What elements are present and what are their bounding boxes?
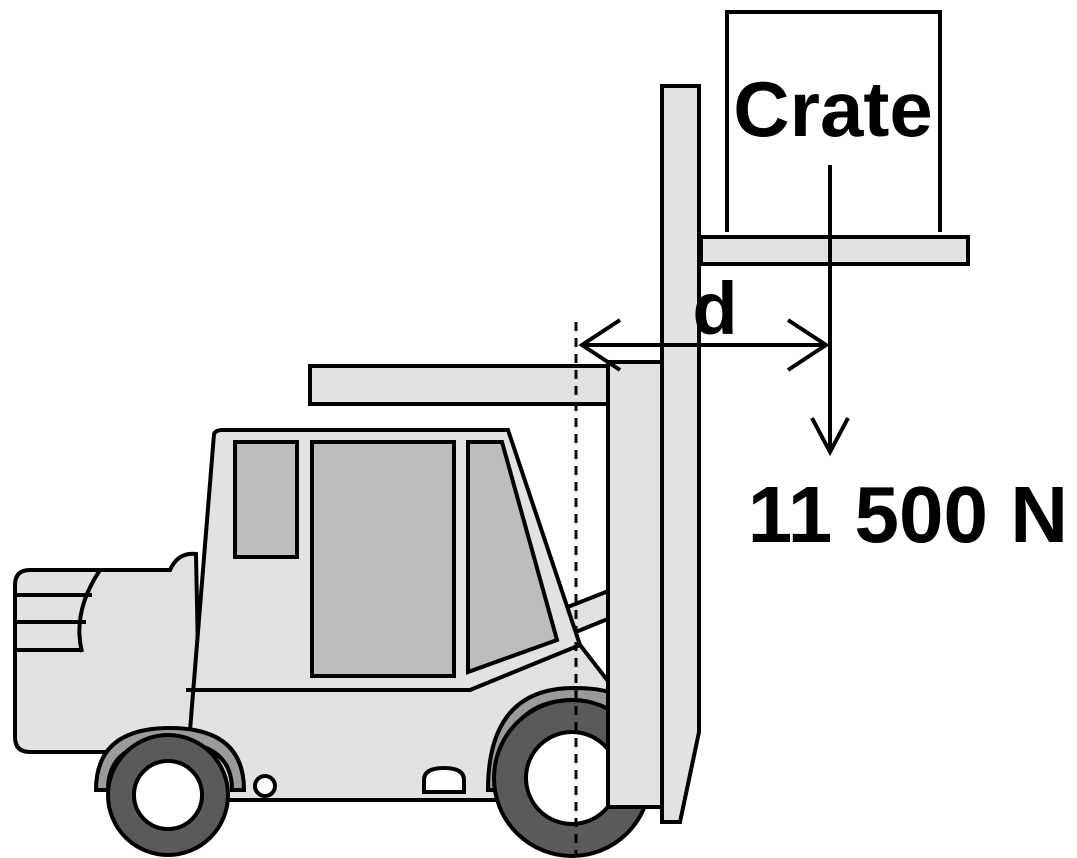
counterweight — [13, 551, 203, 754]
outer-mast — [606, 360, 665, 809]
counterweight-bulge — [77, 568, 102, 653]
body-beltline — [186, 643, 581, 692]
force-label: 11 500 N — [748, 470, 1068, 559]
step-handle — [422, 765, 466, 794]
counterweight-grille — [15, 593, 92, 652]
inner-mast — [660, 84, 701, 824]
force-arrow-head — [810, 417, 850, 457]
distance-arrow-head-left — [578, 318, 622, 372]
fork-tine — [699, 235, 970, 266]
rear-window — [233, 440, 299, 559]
rear-wheel-hub — [132, 759, 204, 831]
fuel-cap — [253, 774, 277, 798]
distance-arrow-head-right — [786, 318, 830, 372]
overhead-guard — [308, 364, 615, 406]
crate-label: Crate — [733, 65, 932, 153]
door-window — [310, 440, 456, 678]
front-wheel-hub — [524, 730, 620, 826]
distance-label: d — [692, 267, 737, 350]
front-window — [466, 440, 560, 675]
crate-box — [725, 10, 942, 232]
